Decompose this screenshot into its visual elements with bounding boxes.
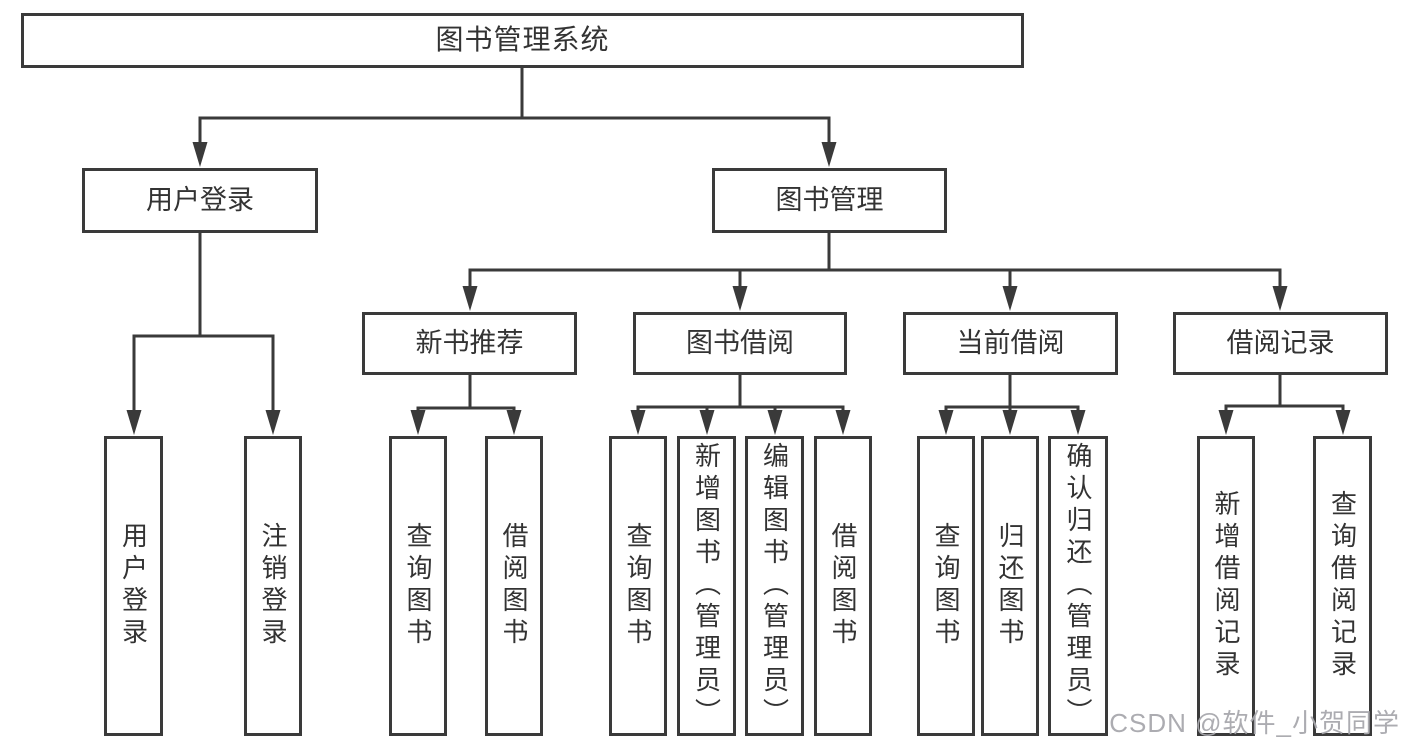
node-borrow-books-rec: 借阅图书 — [485, 436, 543, 736]
arrowhead-icon — [506, 410, 522, 435]
node-book-management: 图书管理 — [712, 168, 947, 233]
node-label-query-borrow-record: 查询借阅记录 — [1327, 490, 1358, 682]
watermark-text: CSDN @软件_小贺同学 — [1109, 708, 1400, 738]
node-query-books-rec: 查询图书 — [389, 436, 447, 736]
node-label-user-login-module: 用户登录 — [146, 184, 254, 215]
node-label-edit-books-admin: 编辑图书（管理员） — [759, 442, 790, 730]
node-label-borrow-books-rec: 借阅图书 — [499, 522, 529, 650]
node-query-books-borrow: 查询图书 — [609, 436, 667, 736]
node-label-query-books-current: 查询图书 — [931, 522, 961, 650]
node-label-current-borrowing: 当前借阅 — [956, 327, 1065, 358]
node-label-logout: 注销登录 — [258, 522, 288, 650]
node-query-borrow-record: 查询借阅记录 — [1313, 436, 1372, 736]
arrowhead-icon — [462, 286, 478, 311]
arrowhead-icon — [835, 410, 851, 435]
node-logout: 注销登录 — [244, 436, 302, 736]
node-library-system: 图书管理系统 — [21, 13, 1024, 68]
arrowhead-icon — [1335, 410, 1351, 435]
arrowhead-icon — [732, 286, 748, 311]
node-user-login: 用户登录 — [104, 436, 163, 736]
arrowhead-icon — [699, 410, 715, 435]
node-confirm-return-admin: 确认归还（管理员） — [1048, 436, 1108, 736]
node-label-query-books-borrow: 查询图书 — [623, 522, 653, 650]
node-label-user-login: 用户登录 — [118, 522, 149, 650]
arrowhead-icon — [938, 410, 954, 435]
node-label-confirm-return-admin: 确认归还（管理员） — [1063, 442, 1093, 730]
node-book-borrowing: 图书借阅 — [633, 312, 847, 375]
node-label-add-books-admin: 新增图书（管理员） — [691, 442, 722, 730]
arrowhead-icon — [1002, 410, 1018, 435]
node-user-login-module: 用户登录 — [82, 168, 318, 233]
arrowhead-icon — [821, 142, 837, 167]
node-query-books-current: 查询图书 — [917, 436, 975, 736]
arrowhead-icon — [265, 410, 281, 435]
node-borrowing-records: 借阅记录 — [1173, 312, 1388, 375]
arrowhead-icon — [1272, 286, 1288, 311]
node-add-borrow-record: 新增借阅记录 — [1197, 436, 1255, 736]
node-borrow-books: 借阅图书 — [814, 436, 872, 736]
arrowhead-icon — [126, 410, 142, 435]
node-label-library-system: 图书管理系统 — [435, 24, 610, 56]
node-add-books-admin: 新增图书（管理员） — [677, 436, 736, 736]
node-label-query-books-rec: 查询图书 — [403, 522, 433, 650]
node-return-books: 归还图书 — [981, 436, 1039, 736]
arrowhead-icon — [1002, 286, 1018, 311]
node-label-new-book-recommend: 新书推荐 — [415, 327, 524, 358]
arrowhead-icon — [1218, 410, 1234, 435]
node-edit-books-admin: 编辑图书（管理员） — [745, 436, 804, 736]
node-label-add-borrow-record: 新增借阅记录 — [1211, 490, 1241, 682]
arrowhead-icon — [1070, 410, 1086, 435]
node-label-return-books: 归还图书 — [995, 522, 1025, 650]
node-label-book-management: 图书管理 — [775, 184, 884, 215]
node-label-borrow-books: 借阅图书 — [828, 522, 858, 650]
arrowhead-icon — [767, 410, 783, 435]
arrowhead-icon — [410, 410, 426, 435]
arrowhead-icon — [630, 410, 646, 435]
node-label-book-borrowing: 图书借阅 — [686, 327, 794, 358]
node-label-borrowing-records: 借阅记录 — [1226, 327, 1335, 358]
arrowhead-icon — [192, 142, 208, 167]
node-current-borrowing: 当前借阅 — [903, 312, 1118, 375]
node-new-book-recommend: 新书推荐 — [362, 312, 577, 375]
